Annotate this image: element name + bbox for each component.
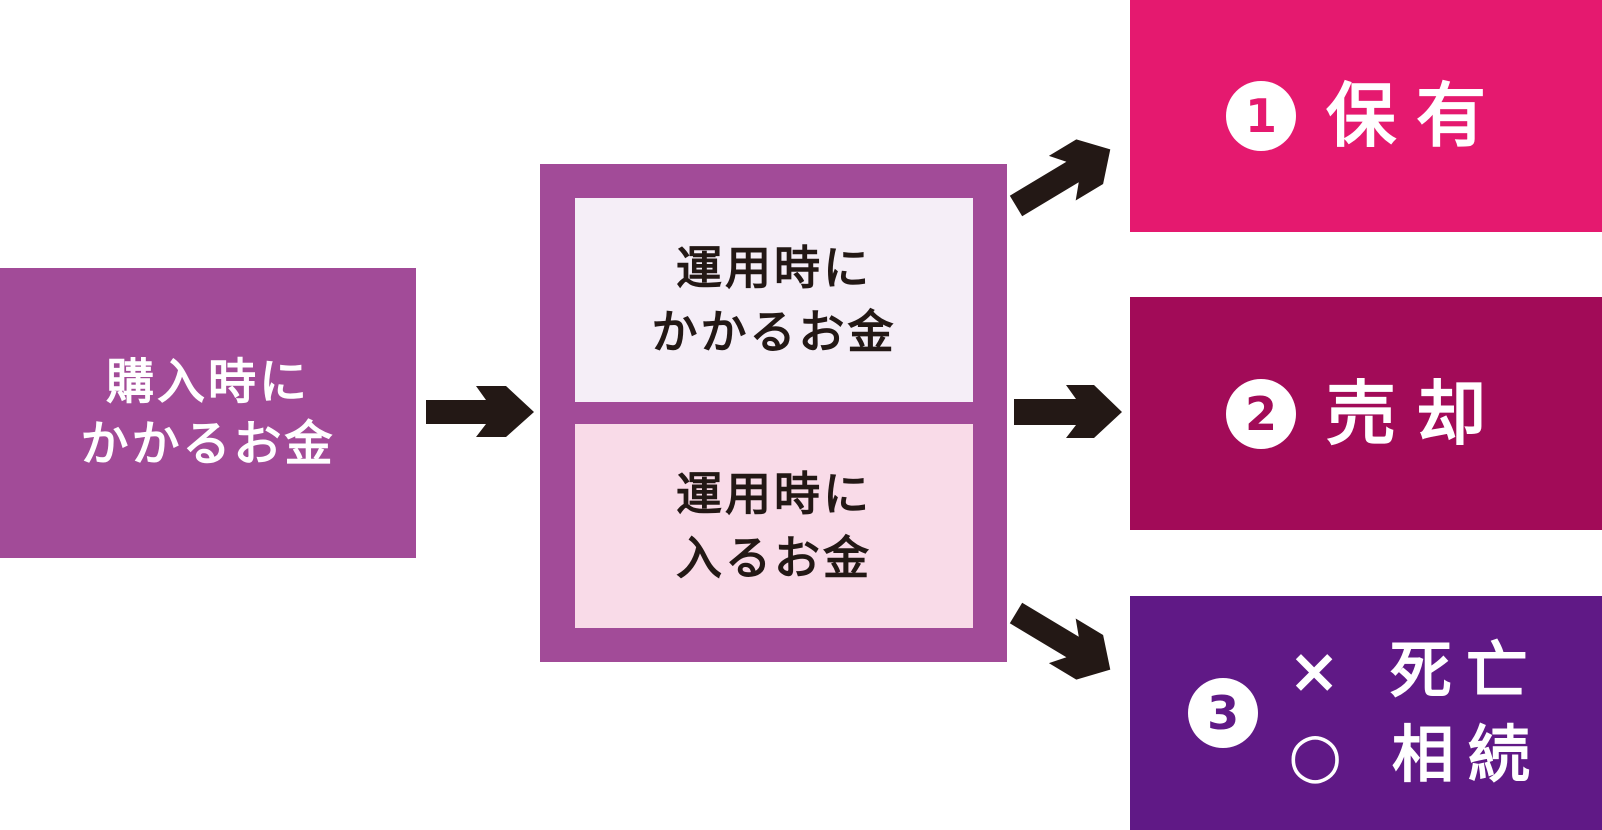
arrow-up-right-icon: [1009, 139, 1111, 217]
purchase-cost-line-2: かかるお金: [80, 416, 336, 472]
number-badge-3: 3: [1188, 678, 1259, 748]
operation-cost-line-1: 運用時に: [676, 240, 872, 295]
outcome-hold-label: 保有: [1326, 75, 1506, 157]
number-badge-2: 2: [1226, 378, 1296, 449]
operation-cost-box: 運用時に かかるお金: [575, 198, 973, 402]
outcome-sell-label: 売却: [1326, 372, 1506, 455]
operation-cost-line-2: かかるお金: [651, 305, 897, 359]
operation-income-line-1: 運用時に: [676, 466, 872, 521]
arrow-right-icon: [426, 386, 534, 437]
outcome-sell-box: 2 売却: [1130, 297, 1602, 530]
operation-box: 運用時に かかるお金 運用時に 入るお金: [540, 164, 1007, 662]
operation-income-line-2: 入るお金: [676, 531, 872, 585]
outcome-death-labels: × 死亡 ○ 相続: [1288, 629, 1544, 796]
arrow-down-right-icon: [1009, 602, 1111, 680]
number-badge-1: 1: [1226, 81, 1296, 151]
purchase-cost-box: 購入時に かかるお金: [0, 268, 416, 558]
outcome-inheritance-label: ○ 相続: [1288, 718, 1544, 791]
outcome-death-label: × 死亡: [1288, 634, 1542, 708]
purchase-cost-line-1: 購入時に: [105, 353, 310, 410]
arrow-right-icon: [1014, 385, 1122, 438]
outcome-hold-box: 1 保有: [1130, 0, 1602, 232]
operation-income-box: 運用時に 入るお金: [575, 424, 973, 628]
outcome-death-box: 3 × 死亡 ○ 相続: [1130, 596, 1602, 830]
